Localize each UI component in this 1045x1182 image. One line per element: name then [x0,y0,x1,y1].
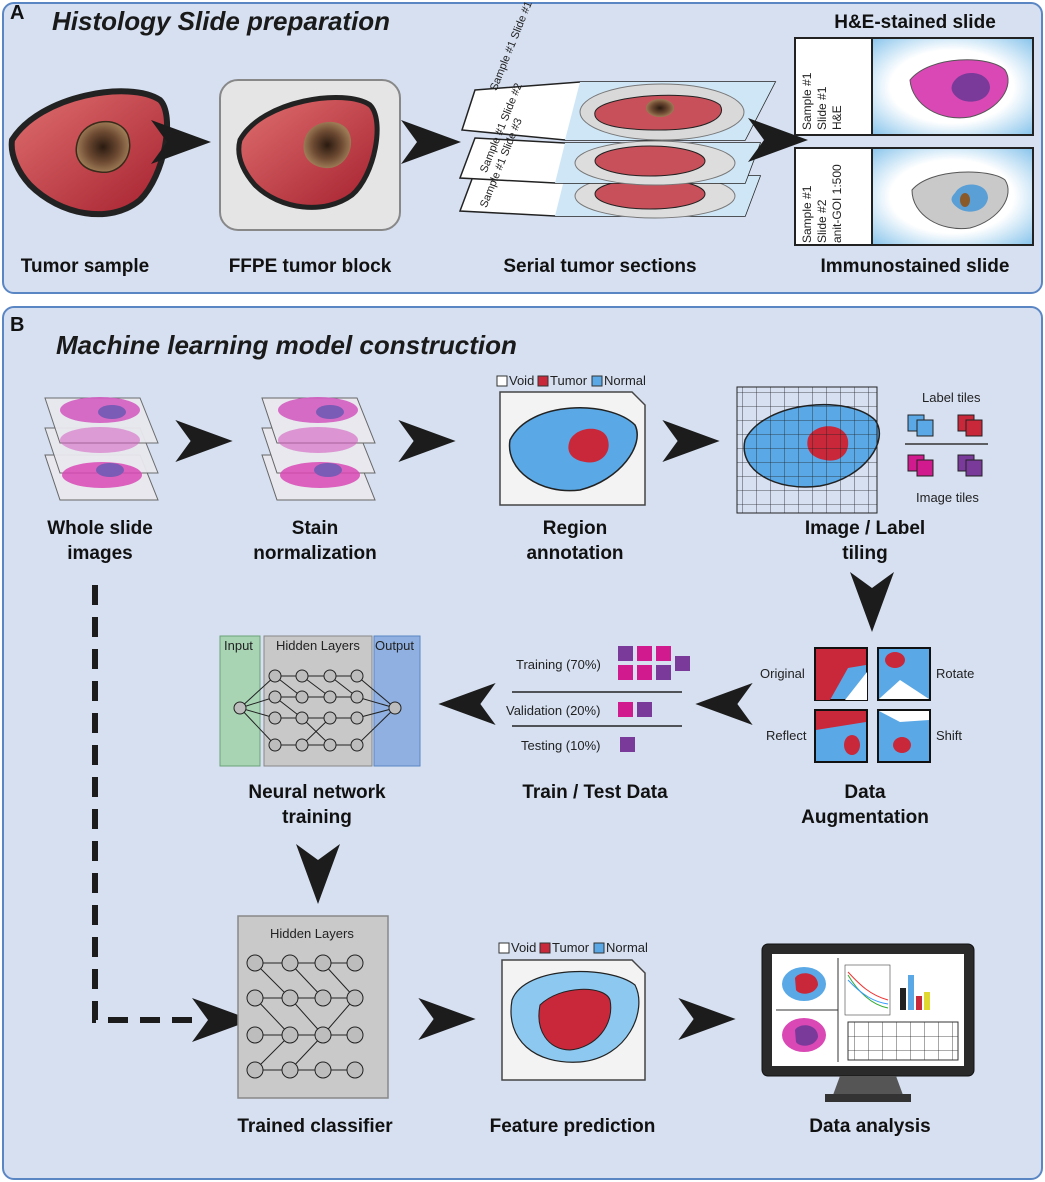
label-stain-line-1: Stain [291,518,339,539]
step-immunostained: Immunostained slide [820,256,1010,277]
label-feature-prediction: Feature prediction [489,1116,656,1137]
he-label-line-1: Sample #1 [800,72,814,130]
label-stain: Stain normalization [225,516,405,566]
data-split-graphic [512,646,690,752]
legend-normal-top: Normal [604,373,646,388]
label-wsi-line-2: images [67,543,133,564]
ihc-label-line-1: Sample #1 [800,185,814,243]
he-label-line-2: Slide #1 [815,86,829,130]
split-validation: Validation (20%) [506,703,601,718]
label-nn-line-1: Neural network [248,782,386,803]
panel-a-letter: A [10,2,25,24]
he-slide-graphic [794,37,1034,136]
aug-original: Original [760,666,805,681]
legend-tumor-bottom: Tumor [552,940,590,955]
legend-tumor-top: Tumor [550,373,588,388]
tumor-sample-graphic [8,88,170,218]
label-wsi-line-1: Whole slide [47,518,153,539]
feature-prediction-graphic [498,942,646,1081]
label-stain-line-2: normalization [253,543,377,564]
label-augmentation: Data Augmentation [780,780,950,830]
ihc-slide-label: Sample #1 Slide #2 anit-GOI 1:500 [800,164,845,243]
label-trained-classifier: Trained classifier [237,1116,393,1137]
he-label-line-3: H&E [830,105,844,130]
image-tiles-text: Image tiles [916,490,979,505]
augmentation-graphic [814,647,931,763]
panel-a-title: Histology Slide preparation [52,6,391,36]
nn-hidden: Hidden Layers [276,638,360,653]
split-training: Training (70%) [516,657,601,672]
nn-input: Input [224,638,253,653]
step-ffpe-block: FFPE tumor block [228,256,392,277]
legend-normal-bottom: Normal [606,940,648,955]
step-tumor-sample: Tumor sample [20,256,150,277]
he-slide-label: Sample #1 Slide #1 H&E [800,73,845,130]
ihc-label-line-3: anit-GOI 1:500 [830,164,844,243]
classifier-hidden: Hidden Layers [270,926,354,941]
neural-network-graphic [219,635,421,767]
label-region-line-2: annotation [526,543,624,564]
tiling-graphic [736,386,988,514]
stain-normalization-graphic [261,397,376,501]
trained-classifier-graphic [237,915,389,1099]
label-wsi: Whole slide images [10,516,190,566]
legend-void-top: Void [509,373,535,388]
aug-rotate: Rotate [936,666,975,681]
label-tiling: Image / Label tiling [770,516,960,566]
he-slide-title: H&E-stained slide [834,12,996,33]
label-nn-line-2: training [282,807,352,828]
panel-b-title: Machine learning model construction [56,330,517,360]
step-serial-sections: Serial tumor sections [503,256,697,277]
legend-void-bottom: Void [511,940,537,955]
nn-output: Output [375,638,415,653]
serial-sections-graphic [458,81,777,219]
label-nn-training: Neural network training [222,780,412,830]
ihc-label-line-2: Slide #2 [815,199,829,243]
aug-reflect: Reflect [766,728,807,743]
ffpe-block-graphic [219,79,401,231]
monitor-graphic [761,943,975,1102]
label-tiling-line-2: tiling [842,543,888,564]
aug-shift: Shift [936,728,963,743]
label-aug-line-1: Data [844,782,886,803]
label-data-analysis: Data analysis [809,1116,931,1137]
wsi-stack-graphic [44,397,159,501]
split-testing: Testing (10%) [521,738,601,753]
label-region-line-1: Region [542,518,608,539]
label-region: Region annotation [485,516,665,566]
panel-b-letter: B [10,314,25,336]
label-aug-line-2: Augmentation [801,807,929,828]
label-train-test: Train / Test Data [522,782,668,803]
ihc-slide-graphic [794,147,1034,246]
label-tiling-line-1: Image / Label [804,518,926,539]
region-annotation-graphic [496,375,646,506]
label-tiles-text: Label tiles [922,390,981,405]
